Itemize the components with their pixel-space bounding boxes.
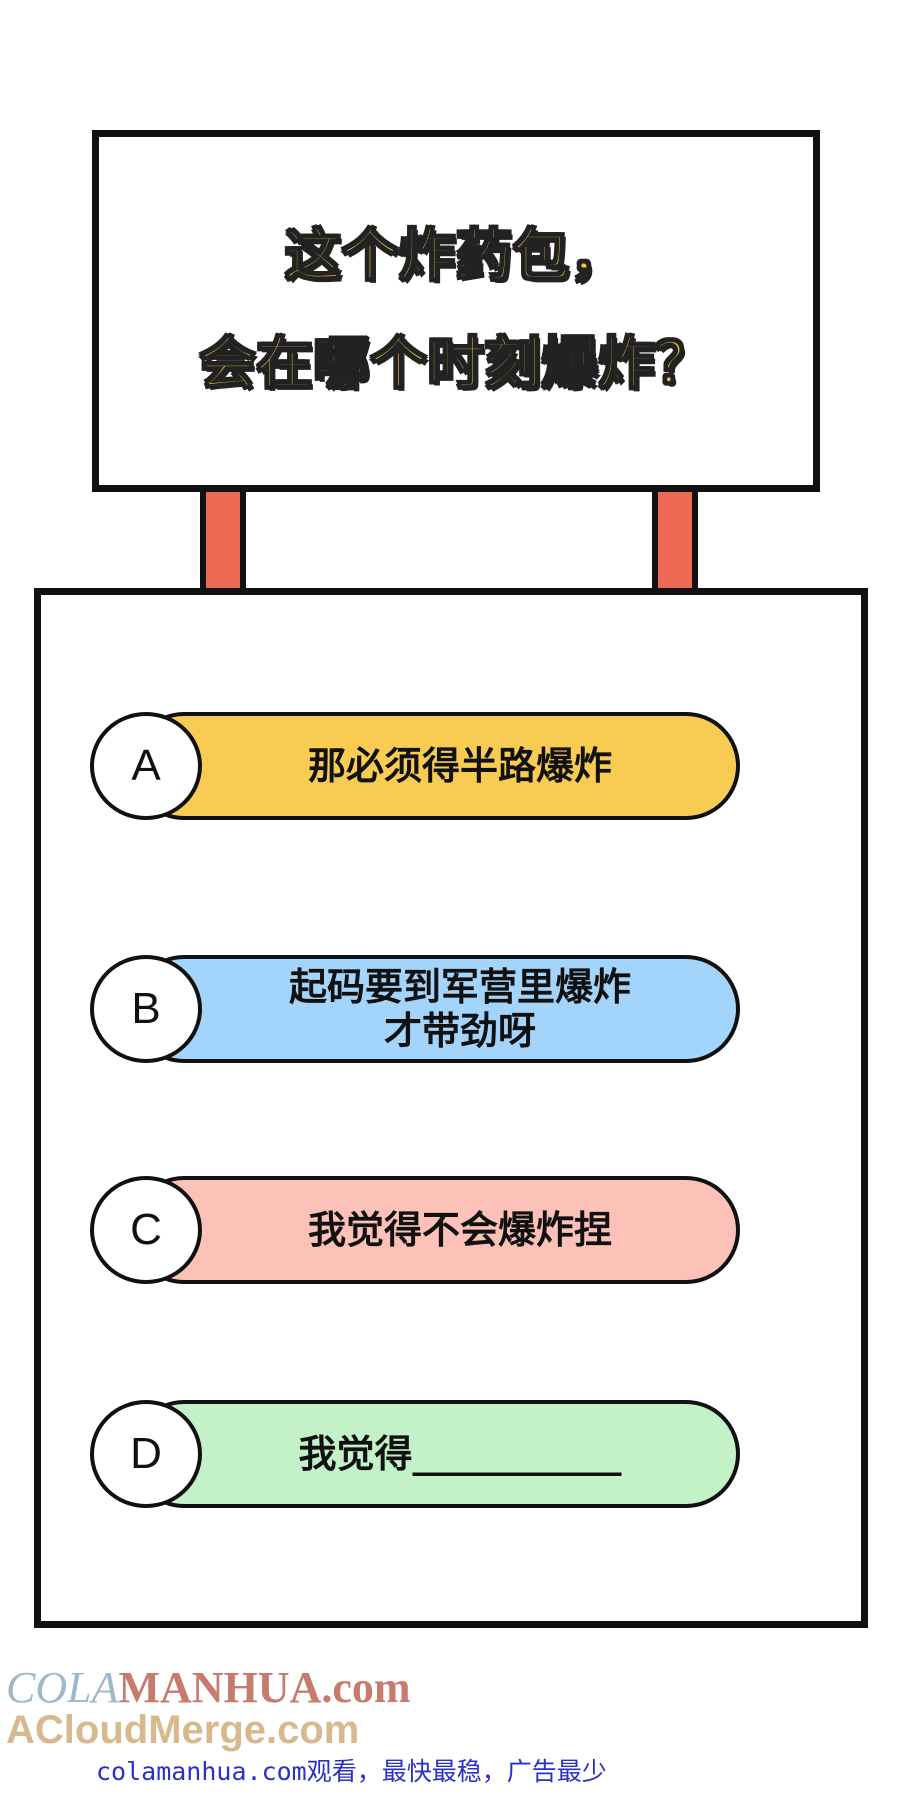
watermark-acloudmerge: ACloudMerge.com (6, 1708, 360, 1752)
option-d-letter: D (90, 1400, 202, 1508)
option-d-pill[interactable]: 我觉得___________ (130, 1400, 740, 1508)
option-c-letter: C (90, 1176, 202, 1284)
option-a-text: 那必须得半路爆炸 (307, 744, 612, 788)
option-d[interactable]: 我觉得___________ D (90, 1400, 740, 1508)
question-sign: 这个炸药包， 会在哪个时刻爆炸？ (92, 130, 820, 492)
footer-link-text[interactable]: colamanhua.com观看，最快最稳，广告最少 (96, 1757, 607, 1786)
option-b-pill[interactable]: 起码要到军营里爆炸 才带劲呀 (130, 955, 740, 1063)
option-b-text: 起码要到军营里爆炸 才带劲呀 (288, 965, 631, 1053)
option-d-text: 我觉得___________ (298, 1432, 622, 1476)
sign-post-right (652, 492, 698, 594)
question-line-1: 这个炸药包， (284, 223, 627, 290)
option-c[interactable]: 我觉得不会爆炸捏 C (90, 1176, 740, 1284)
watermark-prefix: COLA (6, 1663, 119, 1712)
option-b[interactable]: 起码要到军营里爆炸 才带劲呀 B (90, 955, 740, 1063)
sign-post-left (200, 492, 246, 594)
option-a[interactable]: 那必须得半路爆炸 A (90, 712, 740, 820)
option-a-pill[interactable]: 那必须得半路爆炸 (130, 712, 740, 820)
watermark-main: MANHUA.com (118, 1663, 411, 1712)
option-c-pill[interactable]: 我觉得不会爆炸捏 (130, 1176, 740, 1284)
option-c-text: 我觉得不会爆炸捏 (307, 1208, 612, 1252)
watermark-colamanhua: COLAMANHUA.com (6, 1662, 411, 1713)
option-b-letter: B (90, 955, 202, 1063)
option-a-letter: A (90, 712, 202, 820)
question-line-2: 会在哪个时刻爆炸？ (199, 331, 713, 398)
